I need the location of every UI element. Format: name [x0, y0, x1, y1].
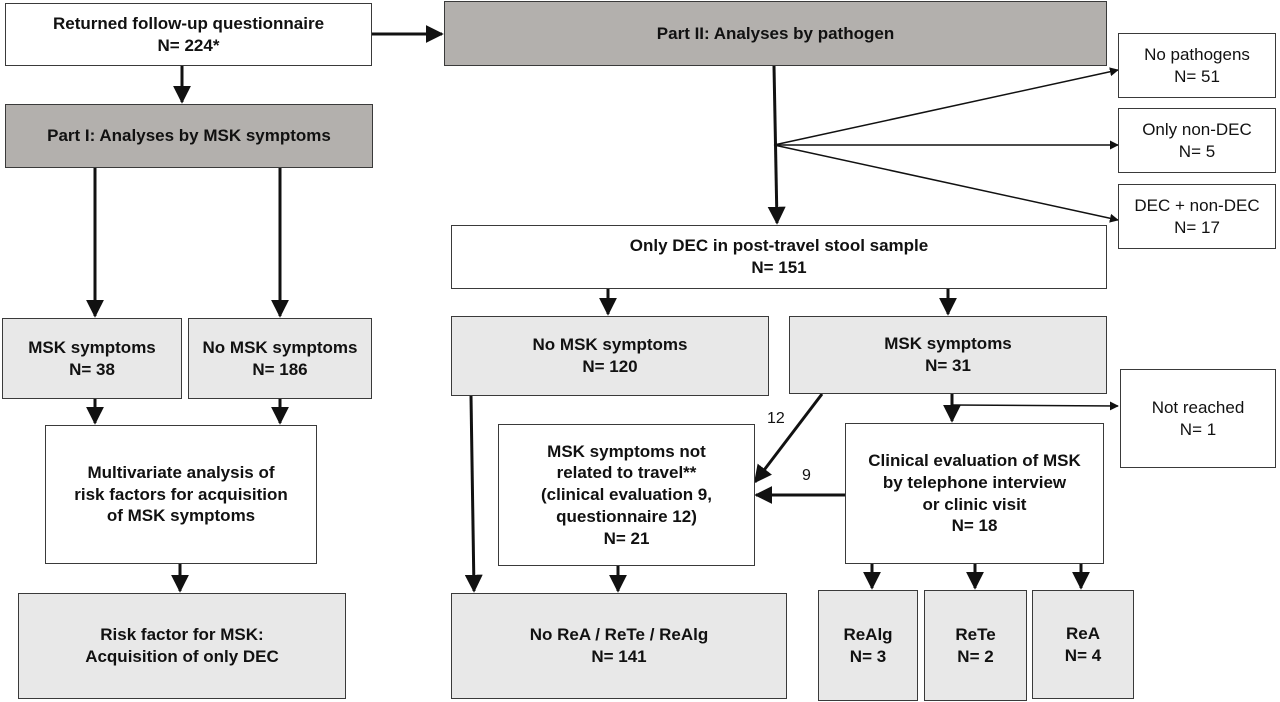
edge-label-msk-to-not-related: 12 — [767, 410, 785, 427]
only-non-dec-box: Only non-DEC N= 5 — [1118, 108, 1276, 173]
arrow-no-msk-right-to-no-rea — [464, 395, 483, 593]
no-rea-rete-realg-box: No ReA / ReTe / ReAlg N= 141 — [451, 593, 787, 699]
rete-box: ReTe N= 2 — [924, 590, 1027, 701]
arrow-split-to-no-pathogens — [773, 67, 1119, 146]
rea-box: ReA N= 4 — [1032, 590, 1134, 699]
risk-factor-box: Risk factor for MSK: Acquisition of only… — [18, 593, 346, 699]
edge-label-clinical-to-not-related: 9 — [802, 467, 811, 484]
part2-box: Part II: Analyses by pathogen — [444, 1, 1107, 66]
msk-not-related-box: MSK symptoms not related to travel** (cl… — [498, 424, 755, 566]
no-msk-symptoms-right-box: No MSK symptoms N= 120 — [451, 316, 769, 396]
arrow-msk-right-to-not-related — [753, 393, 824, 484]
only-dec-box: Only DEC in post-travel stool sample N= … — [451, 225, 1107, 289]
realg-box: ReAlg N= 3 — [818, 590, 918, 701]
not-reached-box: Not reached N= 1 — [1120, 369, 1276, 468]
dec-non-dec-box: DEC + non-DEC N= 17 — [1118, 184, 1276, 249]
returned-questionnaire-box: Returned follow-up questionnaire N= 224* — [5, 3, 372, 66]
part1-box: Part I: Analyses by MSK symptoms — [5, 104, 373, 168]
msk-symptoms-right-box: MSK symptoms N= 31 — [789, 316, 1107, 394]
msk-symptoms-left-box: MSK symptoms N= 38 — [2, 318, 182, 399]
arrow-clinical-to-not-reached — [951, 401, 1119, 411]
multivariate-analysis-box: Multivariate analysis of risk factors fo… — [45, 425, 317, 564]
no-pathogens-box: No pathogens N= 51 — [1118, 33, 1276, 98]
no-msk-symptoms-left-box: No MSK symptoms N= 186 — [188, 318, 372, 399]
arrow-split-to-dec-non-dec — [773, 144, 1119, 223]
clinical-evaluation-box: Clinical evaluation of MSK by telephone … — [845, 423, 1104, 564]
